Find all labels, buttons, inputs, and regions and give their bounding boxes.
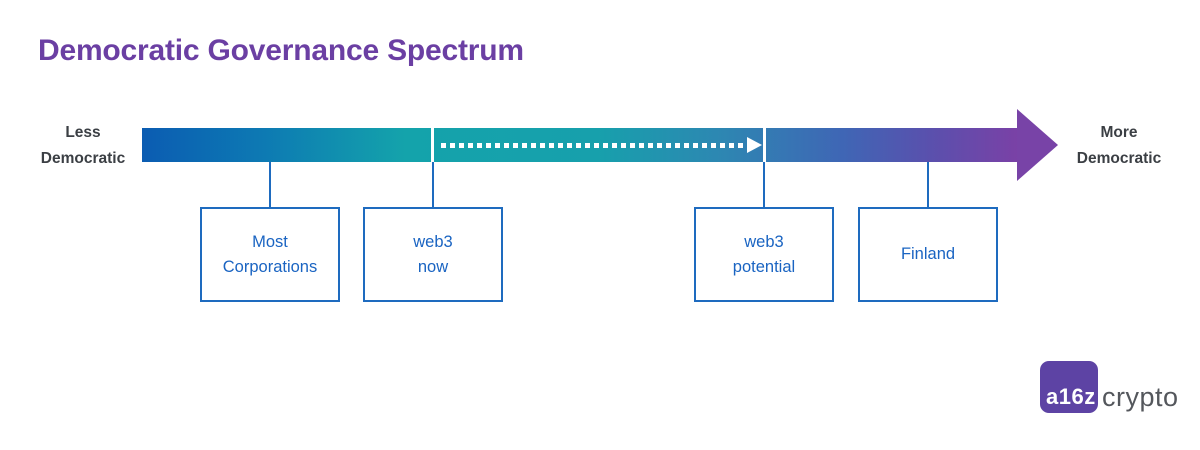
box-most-corporations: Most Corporations <box>200 207 340 302</box>
dotted-arrow-head-icon <box>747 137 762 153</box>
page-title: Democratic Governance Spectrum <box>38 34 524 67</box>
box-web3-now: web3 now <box>363 207 503 302</box>
crypto-logo-text: crypto <box>1102 382 1179 412</box>
connector-finland <box>927 162 929 207</box>
a16z-logo-mark: a16z <box>1046 384 1096 409</box>
a16z-logo-square-icon: a16z <box>1040 361 1098 413</box>
box-finland: Finland <box>858 207 998 302</box>
box-web3-potential: web3 potential <box>694 207 834 302</box>
more-democratic-label: More Democratic <box>1076 124 1162 167</box>
connector-web3-potential <box>763 162 765 207</box>
connector-web3-now <box>432 162 434 207</box>
less-democratic-label: Less Democratic <box>40 124 126 167</box>
dotted-arrow-line <box>441 143 747 148</box>
connector-most-corporations <box>269 162 271 207</box>
spectrum-arrowhead-icon <box>1017 109 1058 181</box>
tick-web3-now <box>431 128 434 162</box>
tick-web3-potential <box>763 128 766 162</box>
